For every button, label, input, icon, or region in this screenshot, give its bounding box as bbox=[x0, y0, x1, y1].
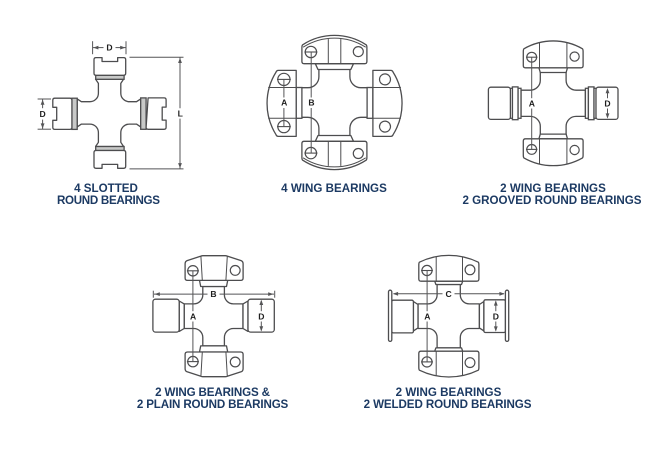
svg-text:A: A bbox=[424, 311, 430, 321]
svg-text:D: D bbox=[39, 109, 45, 119]
svg-text:L: L bbox=[178, 109, 183, 119]
svg-text:D: D bbox=[604, 98, 610, 108]
svg-text:D: D bbox=[258, 311, 264, 321]
svg-text:A: A bbox=[281, 98, 287, 108]
svg-text:D: D bbox=[106, 43, 112, 53]
svg-text:B: B bbox=[308, 98, 314, 108]
svg-text:D: D bbox=[493, 311, 499, 321]
svg-text:C: C bbox=[445, 289, 451, 299]
svg-text:A: A bbox=[190, 311, 196, 321]
svg-text:A: A bbox=[529, 98, 535, 108]
svg-text:B: B bbox=[210, 289, 216, 299]
